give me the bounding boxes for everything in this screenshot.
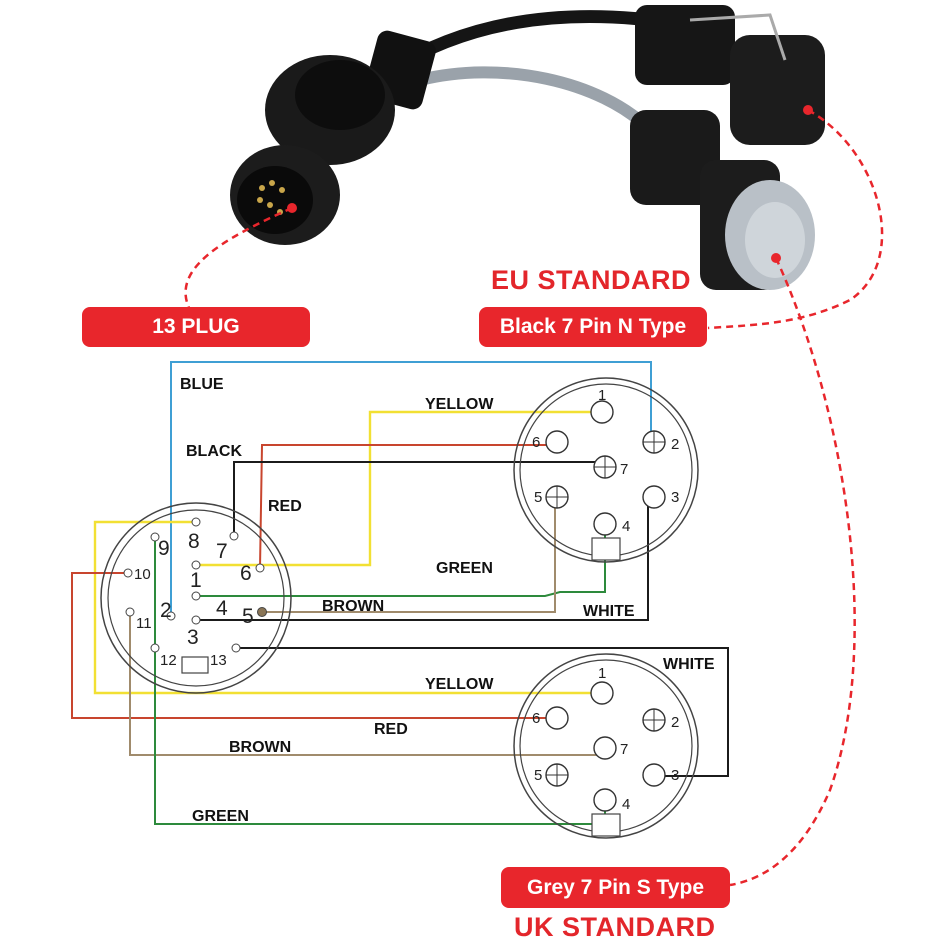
plug13-pin-label: 8 [188,530,200,553]
plug13-face: 1 2 3 4 5 6 7 8 9 10 11 12 13 [100,502,292,694]
plug13-pin-label: 4 [216,597,228,620]
uk-standard-heading: UK STANDARD [514,912,716,942]
eu-pin-label: 1 [598,387,606,404]
uk-pin-label: 2 [671,714,679,731]
wire-label-green: GREEN [192,808,249,825]
plug13-pin-label: 3 [187,626,199,649]
plug13-pin-label: 2 [160,599,172,622]
uk-socket-label: Grey 7 Pin S Type [501,867,730,908]
connector-photo-icon [230,5,825,290]
wire-label-white: WHITE [583,603,635,620]
plug13-label: 13 PLUG [82,307,310,347]
wire-label-black: BLACK [186,443,242,460]
wire-label-brown: BROWN [322,598,384,615]
wires-eu [170,361,652,621]
wire-label-green: GREEN [436,560,493,577]
eu-pin-label: 2 [671,436,679,453]
uk-pin-label: 6 [532,710,540,727]
wire-label-yellow: YELLOW [425,396,494,413]
wire-label-blue: BLUE [180,376,224,393]
plug13-pin-label: 9 [158,537,170,560]
plug13-pin-label: 5 [242,605,254,628]
eu-socket-face: 1 2 3 4 5 6 7 [513,377,699,563]
eu-standard-heading: EU STANDARD [491,265,691,295]
eu-pin-label: 6 [532,434,540,451]
plug13-pin-label: 6 [240,562,252,585]
eu-socket-label: Black 7 Pin N Type [479,307,707,347]
plug13-pin-label: 13 [210,652,227,669]
wire-label-red: RED [374,721,408,738]
eu-pin-label: 4 [622,518,630,535]
plug13-pin-label: 11 [136,615,152,632]
uk-socket-face: 1 2 3 4 5 6 7 [513,653,699,839]
eu-pin-label: 5 [534,489,542,506]
uk-pin-label: 3 [671,767,679,784]
socket-grey-7pin-icon [630,110,815,290]
uk-pin-label: 4 [622,796,630,813]
uk-pin-label: 1 [598,665,606,682]
uk-pin-label: 7 [620,741,628,758]
leader-lines [184,108,884,887]
wire-label-yellow: YELLOW [425,676,494,693]
plug13-pin-label: 7 [216,540,228,563]
socket-black-7pin-icon [635,5,825,145]
plug13-pin-label: 1 [190,569,202,592]
wire-label-white: WHITE [663,656,715,673]
eu-pin-label: 7 [620,461,628,478]
eu-pin-label: 3 [671,489,679,506]
wire-label-red: RED [268,498,302,515]
uk-pin-label: 5 [534,767,542,784]
wire-label-brown: BROWN [229,739,291,756]
plug13-pin-label: 10 [134,566,151,583]
plug13-pin-label: 12 [160,652,177,669]
plug-13pin-icon [230,30,436,245]
